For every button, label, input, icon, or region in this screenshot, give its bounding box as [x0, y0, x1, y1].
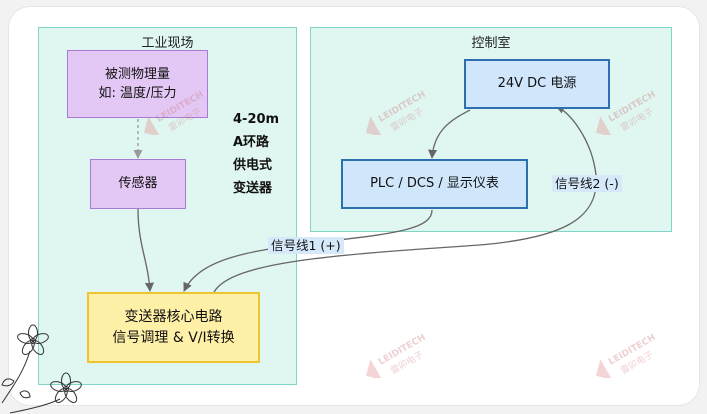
watermark-logo-icon: LEIDITECH 雷卯电子: [143, 90, 206, 138]
physical-quantity-example: 如: 温度/压力: [98, 86, 177, 101]
watermark: LEIDITECH 雷卯电子: [128, 75, 248, 139]
loop-label-line2: A环路: [233, 135, 270, 150]
edge-sensor-to-transmitter: [137, 208, 155, 292]
power-supply-node: 24V DC 电源: [464, 59, 610, 109]
transmitter-function: 信号调理 & V/I转换: [112, 329, 235, 346]
signal-line-2-label: 信号线2 (-): [552, 175, 622, 192]
field-region-title: 工业现场: [141, 36, 194, 51]
transmitter-label: 变送器核心电路: [124, 308, 223, 325]
watermark: LEIDITECH 雷卯电子: [350, 318, 470, 382]
sensor-label: 传感器: [118, 176, 158, 192]
watermark: LEIDITECH 雷卯电子: [580, 75, 700, 139]
edge-signal2: [213, 105, 597, 293]
signal-line-1-label: 信号线1 (+): [268, 237, 344, 254]
plc-label: PLC / DCS / 显示仪表: [370, 176, 499, 192]
edge-power-to-plc: [428, 109, 471, 159]
physical-quantity-node: 被测物理量 如: 温度/压力: [67, 50, 208, 118]
watermark-logo-icon: LEIDITECH 雷卯电子: [595, 90, 658, 138]
loop-type-label: 4-20m A环路 供电式 变送器: [233, 108, 279, 200]
loop-label-line4: 变送器: [233, 181, 273, 196]
flower-decoration-icon: [1, 324, 82, 414]
watermark-logo-icon: LEIDITECH 雷卯电子: [365, 333, 428, 381]
watermark-logo-icon: LEIDITECH 雷卯电子: [595, 333, 658, 381]
control-region-title: 控制室: [471, 36, 511, 51]
watermark: LEIDITECH 雷卯电子: [350, 75, 470, 139]
physical-quantity-label: 被测物理量: [104, 66, 170, 82]
sensor-node: 传感器: [90, 159, 186, 209]
loop-label-line3: 供电式: [233, 158, 273, 173]
loop-label-line1: 4-20m: [233, 112, 280, 127]
transmitter-node: 变送器核心电路 信号调理 & V/I转换: [87, 292, 260, 363]
plc-node: PLC / DCS / 显示仪表: [341, 159, 528, 209]
watermark: LEIDITECH 雷卯电子: [580, 318, 700, 382]
power-supply-label: 24V DC 电源: [497, 76, 577, 92]
watermark-logo-icon: LEIDITECH 雷卯电子: [365, 90, 428, 138]
